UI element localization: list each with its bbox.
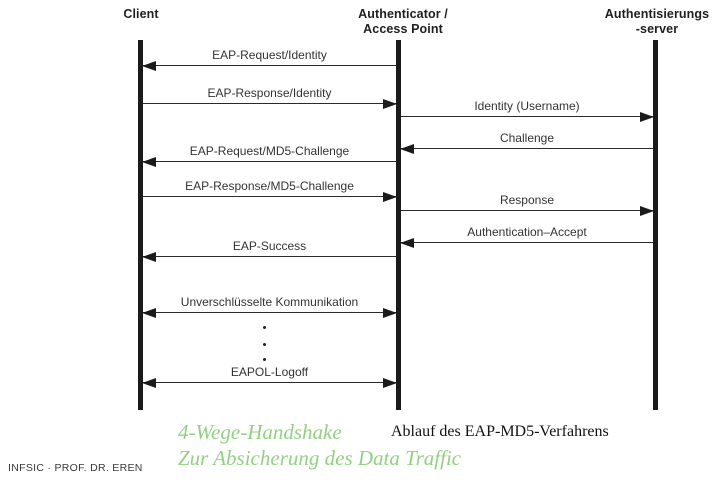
continuation-dot — [263, 358, 266, 361]
arrowhead-left-icon — [142, 378, 156, 388]
message-eapol-logoff: EAPOL-Logoff — [142, 365, 397, 388]
annotation-line2: Zur Absicherung des Data Traffic — [178, 446, 462, 470]
diagram-caption: Ablauf des EAP-MD5-Verfahrens — [391, 423, 609, 440]
message-eap-request-md5-challenge: EAP-Request/MD5-Challenge — [142, 144, 396, 167]
arrowhead-right-icon — [383, 192, 397, 202]
message-label: EAPOL-Logoff — [230, 365, 309, 379]
arrowhead-left-icon — [400, 238, 414, 248]
arrowhead-right-icon — [383, 378, 397, 388]
actor-header-authenticator: Authenticator / Access Point — [343, 7, 463, 37]
actor-label-line1: Authenticator / — [358, 7, 448, 21]
arrowhead-left-icon — [142, 308, 156, 318]
actor-header-client: Client — [91, 7, 191, 22]
lifeline-auth-server — [653, 40, 658, 410]
lifeline-client — [138, 40, 143, 410]
arrowhead-right-icon — [383, 99, 397, 109]
message-response: Response — [401, 193, 654, 216]
message-label: EAP-Request/Identity — [212, 48, 327, 62]
message-label: Identity (Username) — [474, 99, 580, 113]
message-unencrypted-communication: Unverschlüsselte Kommunikation — [142, 295, 397, 318]
message-label: EAP-Response/Identity — [207, 86, 332, 100]
continuation-dot — [263, 326, 266, 329]
actor-header-auth-server: Authentisierungs -server — [597, 7, 717, 37]
message-challenge: Challenge — [400, 131, 653, 154]
actor-label-line2: Access Point — [363, 22, 443, 36]
actor-label: Client — [123, 7, 159, 21]
message-label: Unverschlüsselte Kommunikation — [180, 295, 359, 309]
message-label: Response — [499, 193, 555, 207]
actor-label-line1: Authentisierungs — [604, 7, 710, 21]
message-eap-response-identity: EAP-Response/Identity — [143, 86, 397, 109]
message-label: EAP-Success — [232, 239, 307, 253]
message-identity-username: Identity (Username) — [401, 99, 654, 122]
footer-author-credit: INFSIC · PROF. DR. EREN — [8, 462, 143, 474]
actor-label-line2: -server — [635, 22, 679, 36]
continuation-dot — [263, 343, 266, 346]
arrowhead-left-icon — [142, 252, 156, 262]
message-label: Challenge — [499, 131, 555, 145]
message-eap-success: EAP-Success — [142, 239, 396, 262]
message-authentication-accept: Authentication–Accept — [400, 225, 653, 248]
annotation-green-handshake: 4-Wege-Handshake Zur Absicherung des Dat… — [178, 419, 518, 471]
arrowhead-left-icon — [142, 61, 156, 71]
lifeline-authenticator — [396, 40, 401, 410]
arrowhead-left-icon — [142, 157, 156, 167]
message-label: Authentication–Accept — [467, 225, 587, 239]
annotation-line1: 4-Wege-Handshake — [178, 420, 342, 444]
message-eap-request-identity: EAP-Request/Identity — [142, 48, 396, 71]
arrowhead-right-icon — [383, 308, 397, 318]
arrowhead-right-icon — [640, 112, 654, 122]
arrowhead-left-icon — [400, 144, 414, 154]
arrowhead-right-icon — [640, 206, 654, 216]
message-eap-response-md5-challenge: EAP-Response/MD5-Challenge — [143, 179, 397, 202]
message-label: EAP-Response/MD5-Challenge — [185, 179, 354, 193]
message-label: EAP-Request/MD5-Challenge — [189, 144, 350, 158]
